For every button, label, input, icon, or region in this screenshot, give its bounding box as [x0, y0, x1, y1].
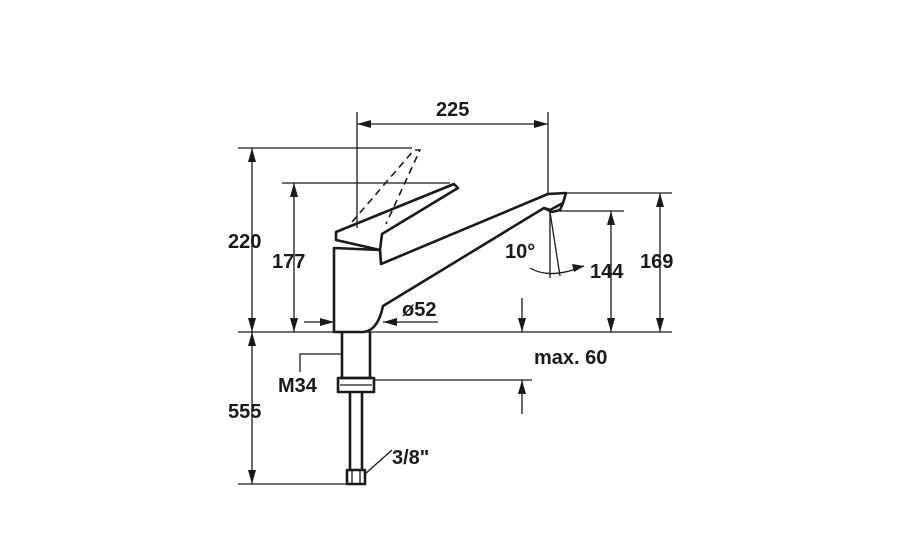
connection-callout: 3/8" — [364, 447, 429, 475]
dimension-swivel-angle: 10° — [505, 211, 585, 278]
dimension-reach: 225 — [357, 99, 548, 128]
swivel-angle-label: 10° — [505, 241, 535, 263]
lever-raised-dashed — [351, 149, 422, 225]
dimension-below-counter-length: 555 — [228, 332, 261, 484]
lever-handle — [334, 182, 460, 252]
total-height-label: 220 — [228, 231, 261, 253]
below-counter-length-label: 555 — [228, 401, 261, 423]
dimension-spout-height: 169 — [640, 193, 673, 332]
max-counter-thickness-label: max. 60 — [534, 347, 607, 369]
dimension-lever-height: 177 — [272, 183, 305, 332]
mounting-nut — [336, 376, 376, 394]
spout-height-label: 169 — [640, 251, 673, 273]
spout-aerator — [543, 202, 565, 214]
dimension-outlet-height: 144 — [590, 211, 624, 332]
thread-callout: M34 — [278, 353, 342, 397]
outlet-height-label: 144 — [590, 261, 624, 283]
faucet-body — [332, 191, 568, 334]
dimension-body-diameter: ø52 — [304, 299, 438, 326]
lever-height-label: 177 — [272, 251, 305, 273]
mounting-shank — [340, 332, 372, 380]
connection-label: 3/8" — [392, 447, 429, 469]
faucet-outline — [332, 112, 568, 486]
thread-label: M34 — [278, 375, 318, 397]
reference-lines — [238, 112, 672, 485]
dimension-total-height: 220 — [228, 148, 261, 332]
reach-label: 225 — [436, 99, 469, 121]
dimension-max-counter-thickness: max. 60 — [518, 298, 607, 414]
hose-connector — [345, 468, 367, 486]
supply-hose — [348, 392, 364, 470]
body-diameter-label: ø52 — [402, 299, 436, 321]
